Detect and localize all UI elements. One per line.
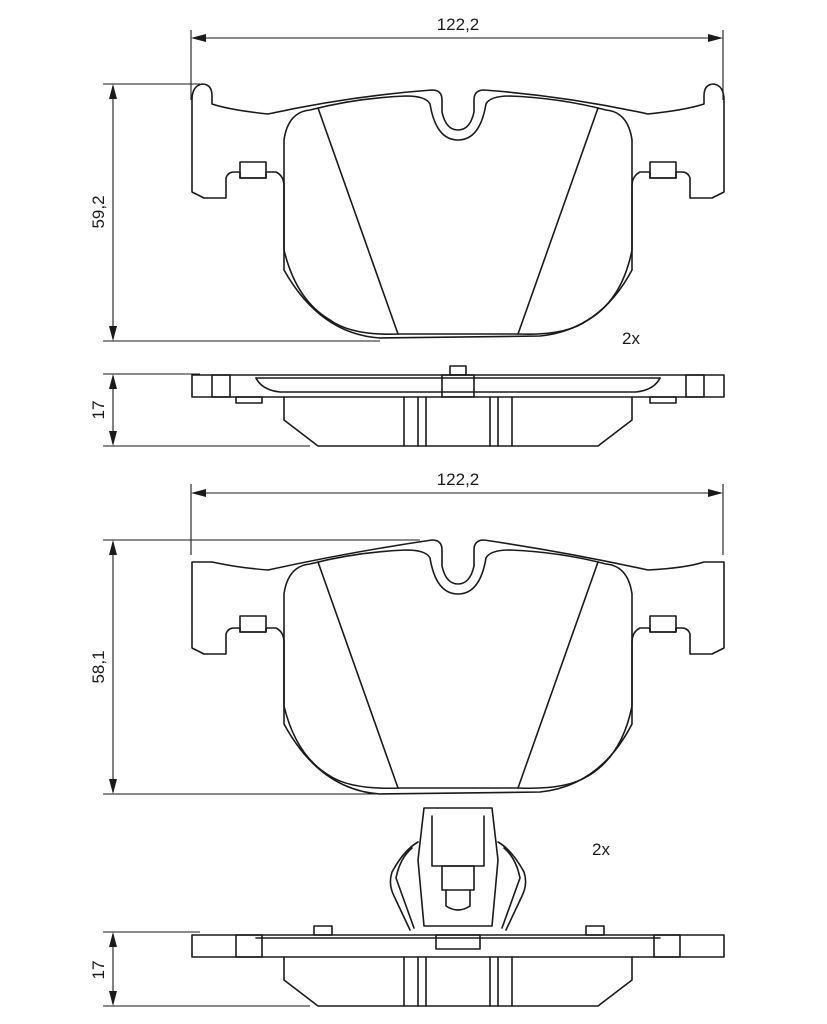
top-pad-front-view: 122,2 59,2 2x (89, 15, 725, 348)
top-height-dimension-label: 59,2 (89, 195, 108, 228)
top-quantity-label: 2x (622, 329, 640, 348)
bottom-pad-front-view: 122,2 58,1 (89, 470, 725, 795)
bottom-width-dimension-label: 122,2 (437, 470, 480, 489)
top-thickness-dimension-label: 17 (89, 401, 108, 420)
bottom-quantity-label: 2x (592, 840, 610, 859)
top-width-dimension-label: 122,2 (437, 15, 480, 34)
top-pad-side-view: 17 (89, 365, 725, 447)
bottom-thickness-dimension-label: 17 (89, 961, 108, 980)
bottom-pad-side-view: 2x 17 (89, 807, 725, 1007)
bottom-height-dimension-label: 58,1 (89, 650, 108, 683)
